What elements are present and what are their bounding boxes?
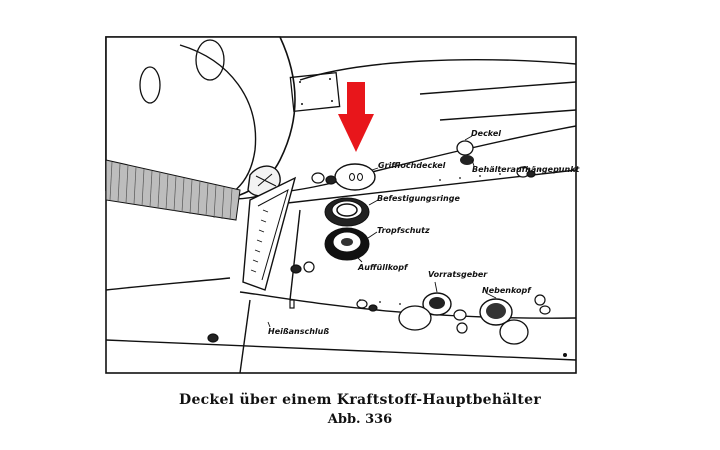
label-behaelteraufhaengepunkt: Behälteraufhängepunkt [472, 165, 581, 174]
drip-guard [324, 227, 370, 261]
figure-frame [105, 36, 577, 374]
leader-lines [267, 135, 497, 328]
label-vorratsgeber: Vorratsgeber [428, 270, 488, 279]
access-strut [242, 176, 297, 291]
figure-caption-number: Abb. 336 [327, 412, 393, 427]
small-fittings [207, 166, 551, 343]
red-arrow-icon [338, 82, 374, 152]
label-auffuellkopf: Auffüllkopf [357, 263, 409, 272]
label-heissanschluss: Heißanschluß [268, 327, 329, 336]
label-deckel: Deckel [471, 129, 501, 138]
mounting-rings [324, 197, 370, 227]
label-befestigungsringe: Befestigungsringe [377, 194, 460, 203]
label-nebenkopf: Nebenkopf [482, 286, 532, 295]
figure-caption-title: Deckel über einem Kraftstoff-Hauptbehält… [179, 392, 541, 408]
label-grifflochdeckel: Grifflochdeckel [378, 161, 446, 170]
inspection-window [289, 71, 341, 113]
deckel-cover [456, 140, 474, 165]
griffloch-cover [329, 163, 376, 191]
label-tropfschutz: Tropfschutz [377, 226, 430, 235]
exhaust-stack [105, 159, 241, 221]
supply-sender [398, 292, 452, 331]
secondary-head [479, 298, 529, 345]
